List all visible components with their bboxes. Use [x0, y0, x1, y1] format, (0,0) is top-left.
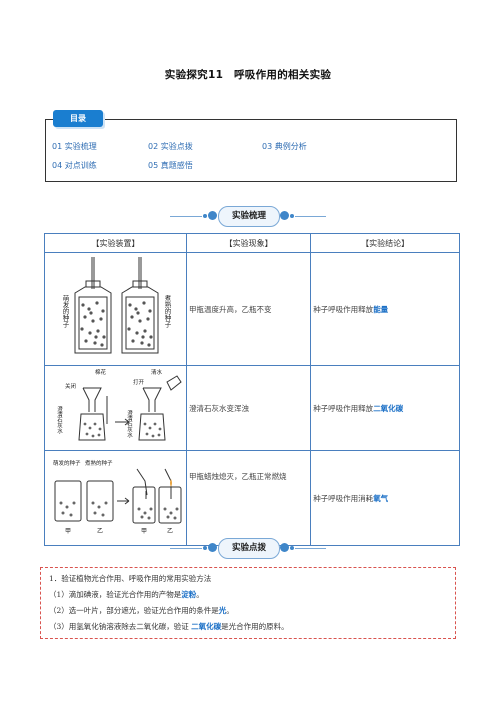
method-keyword: 光 [218, 606, 227, 615]
label-jia-2: 甲 [141, 528, 147, 535]
conclusion-keyword: 氧气 [373, 493, 389, 503]
label-jia-1: 甲 [65, 528, 71, 535]
method-heading: 1．验证植物光合作用、呼吸作用的常用实验方法 [49, 574, 212, 583]
header-apparatus: 【实验装置】 [44, 233, 187, 253]
method-text: （2）选一叶片，部分遮光，验证光合作用的条件是 [49, 606, 219, 615]
conclusion-keyword: 二氧化碳 [373, 403, 404, 413]
conclusion-keyword: 能量 [373, 304, 389, 314]
label-cotton: 棉花 [95, 368, 107, 376]
section-title: 实验梳理 [218, 206, 280, 227]
method-line-3: （3）用氢氧化钠溶液除去二氧化碳，验证 二氧化碳是光合作用的原料。 [49, 621, 289, 632]
method-keyword: 淀粉 [181, 590, 197, 599]
limewater-diagram: 关闭 棉花 打开 清水 澄清石灰水 澄清石灰水 [56, 368, 182, 441]
conclusion-text: 种子呼吸作用释放 [313, 403, 374, 413]
toc-item-1[interactable]: 01 实验梳理 [52, 142, 97, 151]
method-line-1: （1）滴加碘液，验证光合作用的产物是淀粉。 [49, 589, 204, 600]
observation-3: 甲瓶蜡烛熄灭，乙瓶正常燃烧 [185, 450, 312, 546]
toc-box [45, 119, 457, 182]
toc-item-2[interactable]: 02 实验点拨 [148, 142, 193, 151]
candle-jars-diagram: 萌发的种子 煮熟的种子 甲 乙 甲 乙 [53, 459, 182, 535]
apparatus-limewater: 关闭 棉花 打开 清水 澄清石灰水 澄清石灰水 [44, 365, 187, 451]
table-row: 萌发的种子 煮熟的种子 甲 乙 甲 乙 甲瓶蜡烛熄灭，乙瓶正常燃烧 种子呼吸作用… [44, 450, 460, 546]
banner-line [295, 216, 326, 217]
method-line-2: （2）选一叶片，部分遮光，验证光合作用的条件是光。 [49, 605, 234, 616]
banner-dots-icon [203, 211, 217, 221]
method-text: 。 [196, 590, 204, 599]
method-box: 1．验证植物光合作用、呼吸作用的常用实验方法 （1）滴加碘液，验证光合作用的产物… [40, 567, 456, 639]
method-text: （1）滴加碘液，验证光合作用的产物是 [49, 590, 182, 599]
toc-item-4[interactable]: 04 对点训练 [52, 161, 97, 170]
section-banner-2: 实验点拨 [170, 537, 326, 559]
banner-dots-icon [280, 543, 294, 553]
method-text: （3）用氢氧化钠溶液除去二氧化碳，验证 [49, 622, 192, 631]
banner-line [170, 216, 202, 217]
conclusion-text: 种子呼吸作用消耗 [313, 493, 374, 503]
banner-line [170, 548, 202, 549]
label-yi-2: 乙 [167, 528, 173, 535]
label-open: 打开 [133, 378, 145, 386]
method-text: 是光合作用的原料。 [221, 622, 289, 631]
conclusion-1: 种子呼吸作用释放能量 [310, 252, 460, 366]
banner-dots-icon [203, 543, 217, 553]
apparatus-candle: 萌发的种子 煮熟的种子 甲 乙 甲 乙 [44, 450, 187, 546]
observation-1: 甲瓶温度升高，乙瓶不变 [185, 252, 312, 366]
conclusion-2: 种子呼吸作用释放二氧化碳 [310, 365, 460, 451]
conclusion-text: 种子呼吸作用释放 [313, 304, 374, 314]
table-row: 萌发的种子 煮熟的种子 甲瓶温度升高，乙瓶不变 种子呼吸作用释放能量 [44, 252, 460, 366]
thermos-flasks-diagram: 萌发的种子 煮熟的种子 [61, 257, 171, 354]
experiment-table: 【实验装置】 【实验现象】 【实验结论】 [44, 233, 460, 546]
header-conclusion: 【实验结论】 [310, 233, 460, 253]
header-phenomenon: 【实验现象】 [185, 233, 312, 253]
banner-line [295, 548, 326, 549]
label-close: 关闭 [65, 382, 76, 390]
toc-label: 目录 [53, 110, 103, 127]
label-boiled-seeds-jar: 煮熟的种子 [85, 459, 113, 467]
method-text: 。 [226, 606, 234, 615]
label-germinating-seeds: 萌发的种子 [61, 294, 69, 328]
section-banner-1: 实验梳理 [170, 205, 326, 227]
banner-dots-icon [280, 211, 294, 221]
method-keyword: 二氧化碳 [191, 622, 222, 631]
apparatus-thermos: 萌发的种子 煮熟的种子 [44, 252, 187, 366]
conclusion-3: 种子呼吸作用消耗氧气 [310, 450, 460, 546]
observation-2: 澄清石灰水变浑浊 [185, 365, 312, 451]
toc-item-5[interactable]: 05 真题感悟 [148, 161, 193, 170]
table-row: 关闭 棉花 打开 清水 澄清石灰水 澄清石灰水 澄清石灰水变浑浊 种子呼吸作用释… [44, 365, 460, 451]
section-title: 实验点拨 [218, 538, 280, 559]
toc-item-3[interactable]: 03 典例分析 [262, 142, 307, 151]
page-title: 实验探究11 呼吸作用的相关实验 [164, 69, 332, 81]
label-limewater-left: 澄清石灰水 [56, 405, 63, 434]
flame-icon [170, 479, 172, 487]
label-water: 清水 [151, 368, 163, 376]
label-boiled-seeds: 煮熟的种子 [163, 294, 171, 328]
label-limewater-right: 澄清石灰水 [126, 409, 133, 438]
label-germinating-seeds-jar: 萌发的种子 [53, 459, 81, 467]
label-yi-1: 乙 [97, 528, 103, 535]
